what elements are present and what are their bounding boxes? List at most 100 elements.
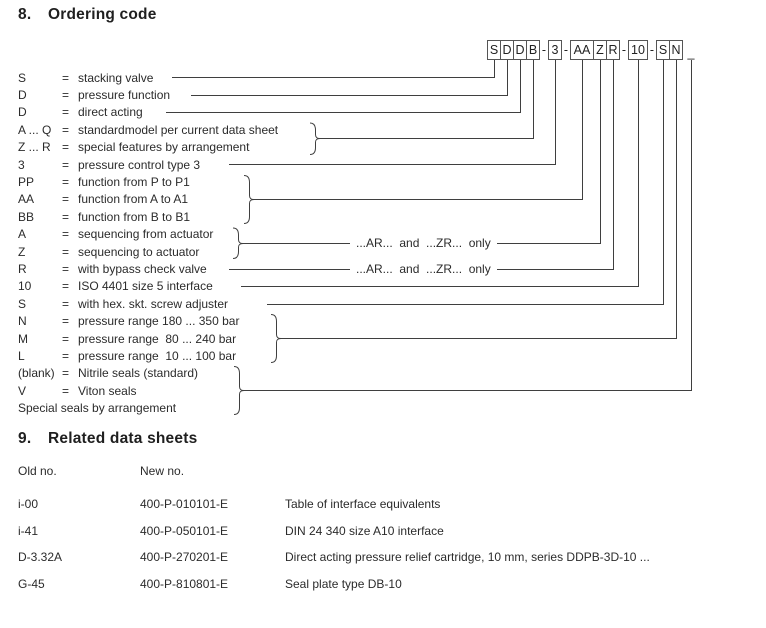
column-header-new-no: New no.	[140, 464, 185, 478]
legend-equals: =	[62, 383, 70, 398]
legend-row: N = pressure range 180 ... 350 bar	[18, 313, 239, 330]
code-segment: D	[500, 40, 514, 60]
code-separator: -	[563, 43, 569, 57]
legend-description: pressure range 80 ... 240 bar	[78, 331, 237, 346]
legend-description: stacking valve	[78, 70, 154, 85]
table-row: G-45 400-P-810801-E Seal plate type DB-1…	[0, 577, 766, 595]
legend-description: function from A to A1	[78, 192, 189, 207]
legend-row: L = pressure range 10 ... 100 bar	[18, 347, 236, 364]
section-8-number: 8.	[18, 6, 32, 23]
legend-description: standardmodel per current data sheet	[78, 122, 279, 137]
legend-equals: =	[62, 175, 70, 190]
cell-new-no: 400-P-270201-E	[140, 550, 229, 564]
legend-row: V = Viton seals	[18, 382, 136, 399]
code-segment: S	[487, 40, 501, 60]
legend-code: R	[18, 262, 27, 277]
table-header-row: Old no. New no.	[0, 464, 766, 482]
legend-code: Z	[18, 244, 26, 259]
cell-old-no: D-3.32A	[18, 550, 63, 564]
legend-equals: =	[62, 262, 70, 277]
legend-equals: =	[62, 366, 70, 381]
legend-row: PP = function from P to P1	[18, 173, 190, 190]
legend-description: with bypass check valve	[78, 262, 207, 277]
code-segment: 10	[628, 40, 648, 60]
code-group-model: S D D B	[487, 40, 540, 60]
legend-description: Nitrile seals (standard)	[78, 366, 199, 381]
legend-row: A ... Q = standardmodel per current data…	[18, 121, 278, 138]
cell-old-no: i-41	[18, 523, 39, 538]
cell-description: DIN 24 340 size A10 interface	[285, 523, 444, 538]
code-segment: R	[606, 40, 620, 60]
ordering-code: S D D B - 3 - AA Z R - 10 - S N _	[487, 40, 697, 60]
legend-equals: =	[62, 349, 70, 364]
legend-description: pressure function	[78, 88, 171, 103]
legend-row: R = with bypass check valve	[18, 260, 207, 277]
table-row: D-3.32A 400-P-270201-E Direct acting pre…	[0, 550, 766, 568]
legend-description: direct acting	[78, 105, 143, 120]
section-9-number: 9.	[18, 430, 32, 447]
code-segment: AA	[570, 40, 594, 60]
legend-code: BB	[18, 209, 35, 224]
legend-row: BB = function from B to B1	[18, 208, 190, 225]
legend-description: pressure range 180 ... 350 bar	[78, 314, 240, 329]
table-row: i-00 400-P-010101-E Table of interface e…	[0, 497, 766, 515]
legend-equals: =	[62, 157, 70, 172]
legend-description: function from B to B1	[78, 209, 191, 224]
legend-row: AA = function from A to A1	[18, 191, 188, 208]
cell-old-no: G-45	[18, 576, 45, 591]
legend-equals: =	[62, 296, 70, 311]
ar-zr-note: ...AR... and ...ZR... only	[350, 235, 497, 252]
legend-description: pressure control type 3	[78, 157, 201, 172]
column-header-old-no: Old no.	[18, 464, 57, 478]
legend-description: with hex. skt. screw adjuster	[78, 296, 229, 311]
section-8-heading: 8. Ordering code	[18, 6, 157, 24]
legend-equals: =	[62, 122, 70, 137]
legend-row: D = pressure function	[18, 86, 170, 103]
legend-equals: =	[62, 88, 70, 103]
legend-code: N	[18, 314, 27, 329]
cell-old-no: i-00	[18, 497, 39, 511]
code-segment: D	[513, 40, 527, 60]
legend-row: Z = sequencing to actuator	[18, 243, 199, 260]
cell-new-no: 400-P-050101-E	[140, 523, 229, 538]
legend-row: Special seals by arrangement	[18, 400, 192, 417]
cell-description: Table of interface equivalents	[285, 497, 441, 511]
legend-code: (blank)	[18, 366, 55, 381]
code-blank-segment: _	[687, 46, 695, 60]
legend-code: S	[18, 70, 27, 85]
legend-row: 10 = ISO 4401 size 5 interface	[18, 278, 213, 295]
legend-code: M	[18, 331, 28, 346]
code-segment: B	[526, 40, 540, 60]
code-segment: 3	[548, 40, 562, 60]
legend-code: D	[18, 105, 27, 120]
legend-equals: =	[62, 209, 70, 224]
legend-code: D	[18, 88, 27, 103]
legend-description: sequencing from actuator	[78, 227, 214, 242]
legend-equals: =	[62, 140, 70, 155]
legend-code: AA	[18, 192, 35, 207]
legend-row: M = pressure range 80 ... 240 bar	[18, 330, 236, 347]
legend-equals: =	[62, 105, 70, 120]
legend-equals: =	[62, 244, 70, 259]
legend-code: S	[18, 296, 27, 311]
legend-row: A = sequencing from actuator	[18, 226, 213, 243]
legend-equals: =	[62, 279, 70, 294]
code-separator: -	[621, 43, 627, 57]
legend-equals: =	[62, 70, 70, 85]
cell-new-no: 400-P-810801-E	[140, 576, 229, 591]
legend-description: function from P to P1	[78, 175, 190, 190]
legend-row: D = direct acting	[18, 104, 143, 121]
section-9-heading: 9. Related data sheets	[18, 430, 197, 448]
section-8-title: Ordering code	[48, 6, 157, 23]
section-9-title: Related data sheets	[48, 430, 198, 447]
legend-code: L	[18, 349, 25, 364]
legend-equals: =	[62, 314, 70, 329]
legend-description: Viton seals	[78, 383, 137, 398]
legend-equals: =	[62, 192, 70, 207]
legend-description: ISO 4401 size 5 interface	[78, 279, 213, 294]
legend-row: S = stacking valve	[18, 69, 153, 86]
legend-code: 10	[18, 279, 32, 294]
legend-row: S = with hex. skt. screw adjuster	[18, 295, 228, 312]
legend-code: PP	[18, 175, 35, 190]
legend-equals: =	[62, 331, 70, 346]
